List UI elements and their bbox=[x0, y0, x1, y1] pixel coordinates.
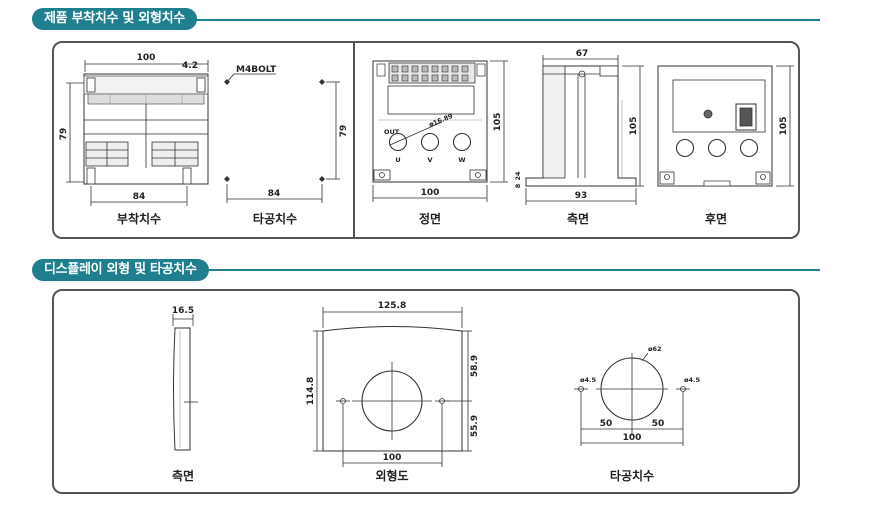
rear-caption: 후면 bbox=[705, 211, 727, 226]
display-side-thickness: 16.5 bbox=[172, 306, 194, 316]
mount-offset: 4.2 bbox=[182, 61, 198, 71]
front-knob-label: V bbox=[427, 156, 432, 164]
cut-left-pitch: 50 bbox=[600, 419, 613, 429]
front-knob-label: U bbox=[395, 156, 400, 164]
hole-width: 84 bbox=[268, 189, 281, 199]
display-cut-drawing: ø62 ø4.5 ø4.5 50 50 100 bbox=[574, 345, 700, 446]
front-caption: 정면 bbox=[419, 211, 441, 226]
display-cut-caption: 타공치수 bbox=[610, 468, 654, 483]
display-upper: 58.9 bbox=[470, 355, 480, 377]
section-title-dimensions: 제품 부착치수 및 외형치수 bbox=[32, 8, 197, 30]
mount-top-width: 100 bbox=[137, 53, 156, 63]
side-caption: 측면 bbox=[567, 211, 589, 226]
bolt-label: M4BOLT bbox=[236, 65, 277, 75]
side-base-b: 24 bbox=[514, 171, 522, 181]
cut-left-hole: ø4.5 bbox=[580, 376, 596, 384]
hole-caption: 타공치수 bbox=[253, 211, 297, 226]
cut-right-hole: ø4.5 bbox=[684, 376, 700, 384]
front-out-label: OUT bbox=[384, 128, 400, 136]
display-side-drawing: 16.5 bbox=[172, 306, 198, 451]
display-width: 125.8 bbox=[378, 301, 406, 311]
side-base-a: 8 bbox=[514, 183, 522, 188]
cut-center-dia: ø62 bbox=[648, 345, 662, 353]
display-hole-pitch: 100 bbox=[383, 453, 402, 463]
side-bottom-width: 93 bbox=[575, 191, 588, 201]
front-drawing: OUT ø16.89 U V W 105 100 bbox=[372, 60, 508, 202]
section-rule bbox=[200, 269, 820, 271]
front-knob-label: W bbox=[458, 156, 465, 164]
front-width: 100 bbox=[421, 188, 440, 198]
mount-height: 79 bbox=[59, 128, 69, 141]
display-side-caption: 측면 bbox=[172, 468, 194, 483]
cut-right-pitch: 50 bbox=[652, 419, 665, 429]
rear-height: 105 bbox=[779, 117, 789, 136]
rear-drawing: 105 bbox=[657, 65, 794, 187]
hole-drawing: M4BOLT 79 84 bbox=[224, 65, 349, 203]
section-rule bbox=[180, 19, 820, 21]
mount-drawing: 100 4.2 79 84 bbox=[59, 53, 209, 206]
section-title-display: 디스플레이 외형 및 타공치수 bbox=[32, 259, 209, 281]
hole-height: 79 bbox=[339, 125, 349, 138]
cut-total: 100 bbox=[623, 433, 642, 443]
display-lower: 55.9 bbox=[470, 415, 480, 437]
mount-caption: 부착치수 bbox=[117, 211, 161, 226]
side-drawing: 67 105 8 24 93 bbox=[514, 49, 644, 205]
display-front-caption: 외형도 bbox=[375, 468, 408, 483]
side-height: 105 bbox=[629, 117, 639, 136]
side-top-width: 67 bbox=[576, 49, 589, 59]
front-height: 105 bbox=[493, 113, 503, 132]
display-height: 114.8 bbox=[306, 377, 316, 405]
display-front-drawing: 125.8 114.8 58.9 55.9 100 bbox=[306, 301, 480, 467]
mount-bottom-width: 84 bbox=[133, 192, 146, 202]
